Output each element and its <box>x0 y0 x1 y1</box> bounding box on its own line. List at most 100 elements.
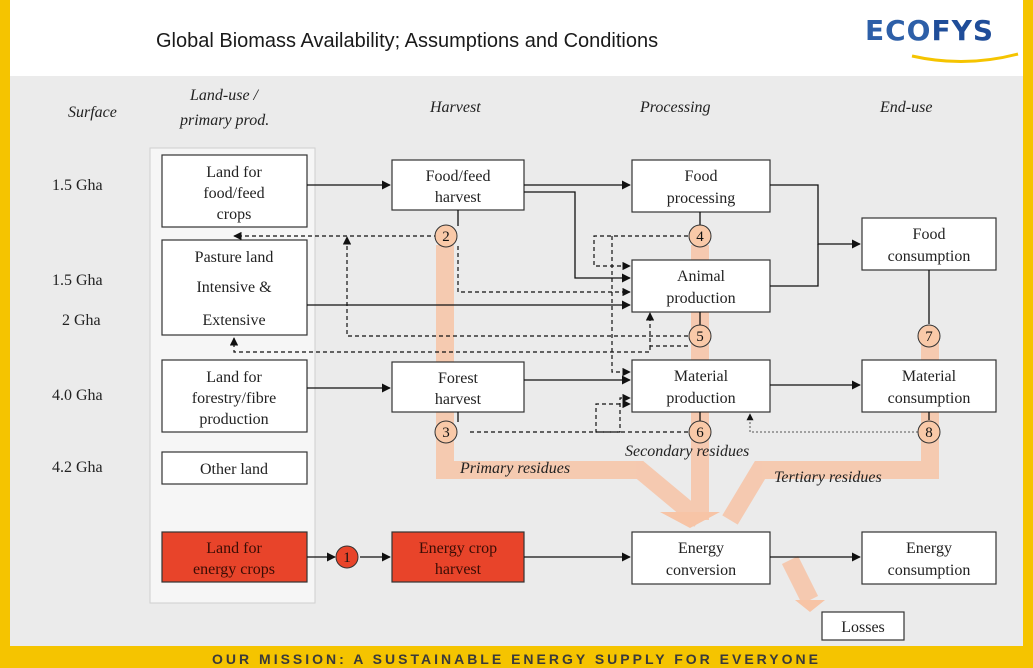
surface-forestry: 4.0 Gha <box>52 387 103 404</box>
node-5-label: 5 <box>696 329 704 345</box>
harvest-food-l2: harvest <box>435 189 482 206</box>
node-4 <box>688 224 712 248</box>
harvest-forest-l2: harvest <box>435 391 482 408</box>
harvest-energy-box <box>391 531 525 583</box>
header-harvest: Harvest <box>429 99 481 116</box>
land-pasture-box <box>161 239 308 336</box>
proc-material-l2: production <box>666 390 735 407</box>
node-7 <box>917 324 941 348</box>
land-forestry-l2: forestry/fibre <box>192 390 276 407</box>
primary-residue-flow <box>436 245 706 527</box>
proc-material-l1: Material <box>674 368 729 385</box>
harvest-forest-l1: Forest <box>438 370 479 387</box>
dash-node3-material <box>470 393 631 433</box>
land-food-l1: Land for <box>206 164 262 181</box>
header-surface: Surface <box>68 104 117 121</box>
secondary-residues-label: Secondary residues <box>625 443 749 460</box>
header-enduse: End-use <box>879 99 932 116</box>
node-6-label: 6 <box>696 425 704 441</box>
proc-animal-l1: Animal <box>677 268 726 285</box>
logo-fys: FYS <box>931 14 995 47</box>
surface-food: 1.5 Gha <box>52 177 103 194</box>
proc-food-l1: Food <box>685 168 718 185</box>
end-material-l1: Material <box>902 368 957 385</box>
proc-food-l2: processing <box>667 190 735 207</box>
harvest-food-box <box>391 159 525 211</box>
end-material-l2: consumption <box>888 390 971 407</box>
harvest-energy-l2: harvest <box>435 561 482 578</box>
harvest-forest-box <box>391 361 525 413</box>
header-landuse-2: primary prod. <box>179 112 269 129</box>
node-2-label: 2 <box>442 229 450 245</box>
end-energy-l1: Energy <box>906 540 952 557</box>
node-2 <box>434 224 458 248</box>
proc-material-box <box>631 359 771 413</box>
primary-residues-label: Primary residues <box>459 460 570 477</box>
land-energy-l2: energy crops <box>193 561 275 578</box>
harvest-food-l1: Food/feed <box>426 168 491 185</box>
slide-header: Global Biomass Availability; Assumptions… <box>10 0 1023 76</box>
surface-other: 4.2 Gha <box>52 459 103 476</box>
proc-food-box <box>631 159 771 213</box>
losses-label: Losses <box>841 619 885 636</box>
land-forestry-l3: production <box>199 411 268 428</box>
land-pasture-l3: Extensive <box>202 312 265 329</box>
logo-eco: ECO <box>865 14 932 47</box>
header-processing: Processing <box>639 99 711 116</box>
losses-flow <box>781 555 819 605</box>
losses-arrowhead <box>795 600 825 612</box>
land-pasture-l2: Intensive & <box>196 279 272 296</box>
land-forestry-l1: Land for <box>206 369 262 386</box>
node-3 <box>434 420 458 444</box>
residue-arrowhead <box>660 512 720 528</box>
arrow-harvest-animal <box>524 191 631 283</box>
arrow-animal-consumption <box>770 244 819 287</box>
node-6 <box>688 420 712 444</box>
dashed-flow-arrows <box>229 231 688 433</box>
land-forestry-box <box>161 359 308 433</box>
logo-swoosh-icon <box>911 52 1019 64</box>
land-other-box <box>161 451 308 485</box>
header-landuse-1: Land-use / <box>189 87 260 104</box>
proc-animal-l2: production <box>666 290 735 307</box>
slide-title: Global Biomass Availability; Assumptions… <box>156 30 659 52</box>
node-8 <box>917 420 941 444</box>
land-food-l2: food/feed <box>203 185 264 202</box>
node-8-label: 8 <box>925 425 933 441</box>
dotted-flow-arrows <box>746 413 918 433</box>
node-5 <box>688 324 712 348</box>
dash-node2-animal <box>457 246 631 297</box>
land-other-label: Other land <box>200 461 268 478</box>
proc-energy-l1: Energy <box>678 540 724 557</box>
end-energy-l2: consumption <box>888 562 971 579</box>
dash-node4-material <box>611 236 631 377</box>
end-food-box <box>861 217 997 271</box>
proc-energy-l2: conversion <box>666 562 736 579</box>
dash-node6-material <box>595 399 688 433</box>
harvest-energy-l1: Energy crop <box>419 540 497 557</box>
node-1-label: 1 <box>343 550 351 566</box>
node-3-label: 3 <box>442 425 450 441</box>
land-energy-box <box>161 531 308 583</box>
land-pasture-l1: Pasture land <box>195 249 274 266</box>
end-food-l2: consumption <box>888 248 971 265</box>
end-material-box <box>861 359 997 413</box>
tertiary-residues-label: Tertiary residues <box>774 469 882 486</box>
dash-node5-animal <box>645 312 688 347</box>
land-energy-l1: Land for <box>206 540 262 557</box>
dash-node5-landfood <box>342 236 688 337</box>
surface-pasture-extensive: 2 Gha <box>62 312 101 329</box>
ecofys-logo: ECOFYS <box>865 14 994 47</box>
losses-box <box>821 611 905 641</box>
land-food-l3: crops <box>217 206 252 223</box>
dot-node8-material <box>746 413 918 433</box>
node-7-label: 7 <box>925 329 933 345</box>
solid-flow-arrows <box>307 180 930 562</box>
end-food-l1: Food <box>913 226 946 243</box>
arrow-foodproc-consumption <box>770 184 861 249</box>
dash-node5-pasture <box>229 337 651 353</box>
land-food-box <box>161 154 308 228</box>
surface-pasture-intensive: 1.5 Gha <box>52 272 103 289</box>
node-1 <box>335 545 359 569</box>
